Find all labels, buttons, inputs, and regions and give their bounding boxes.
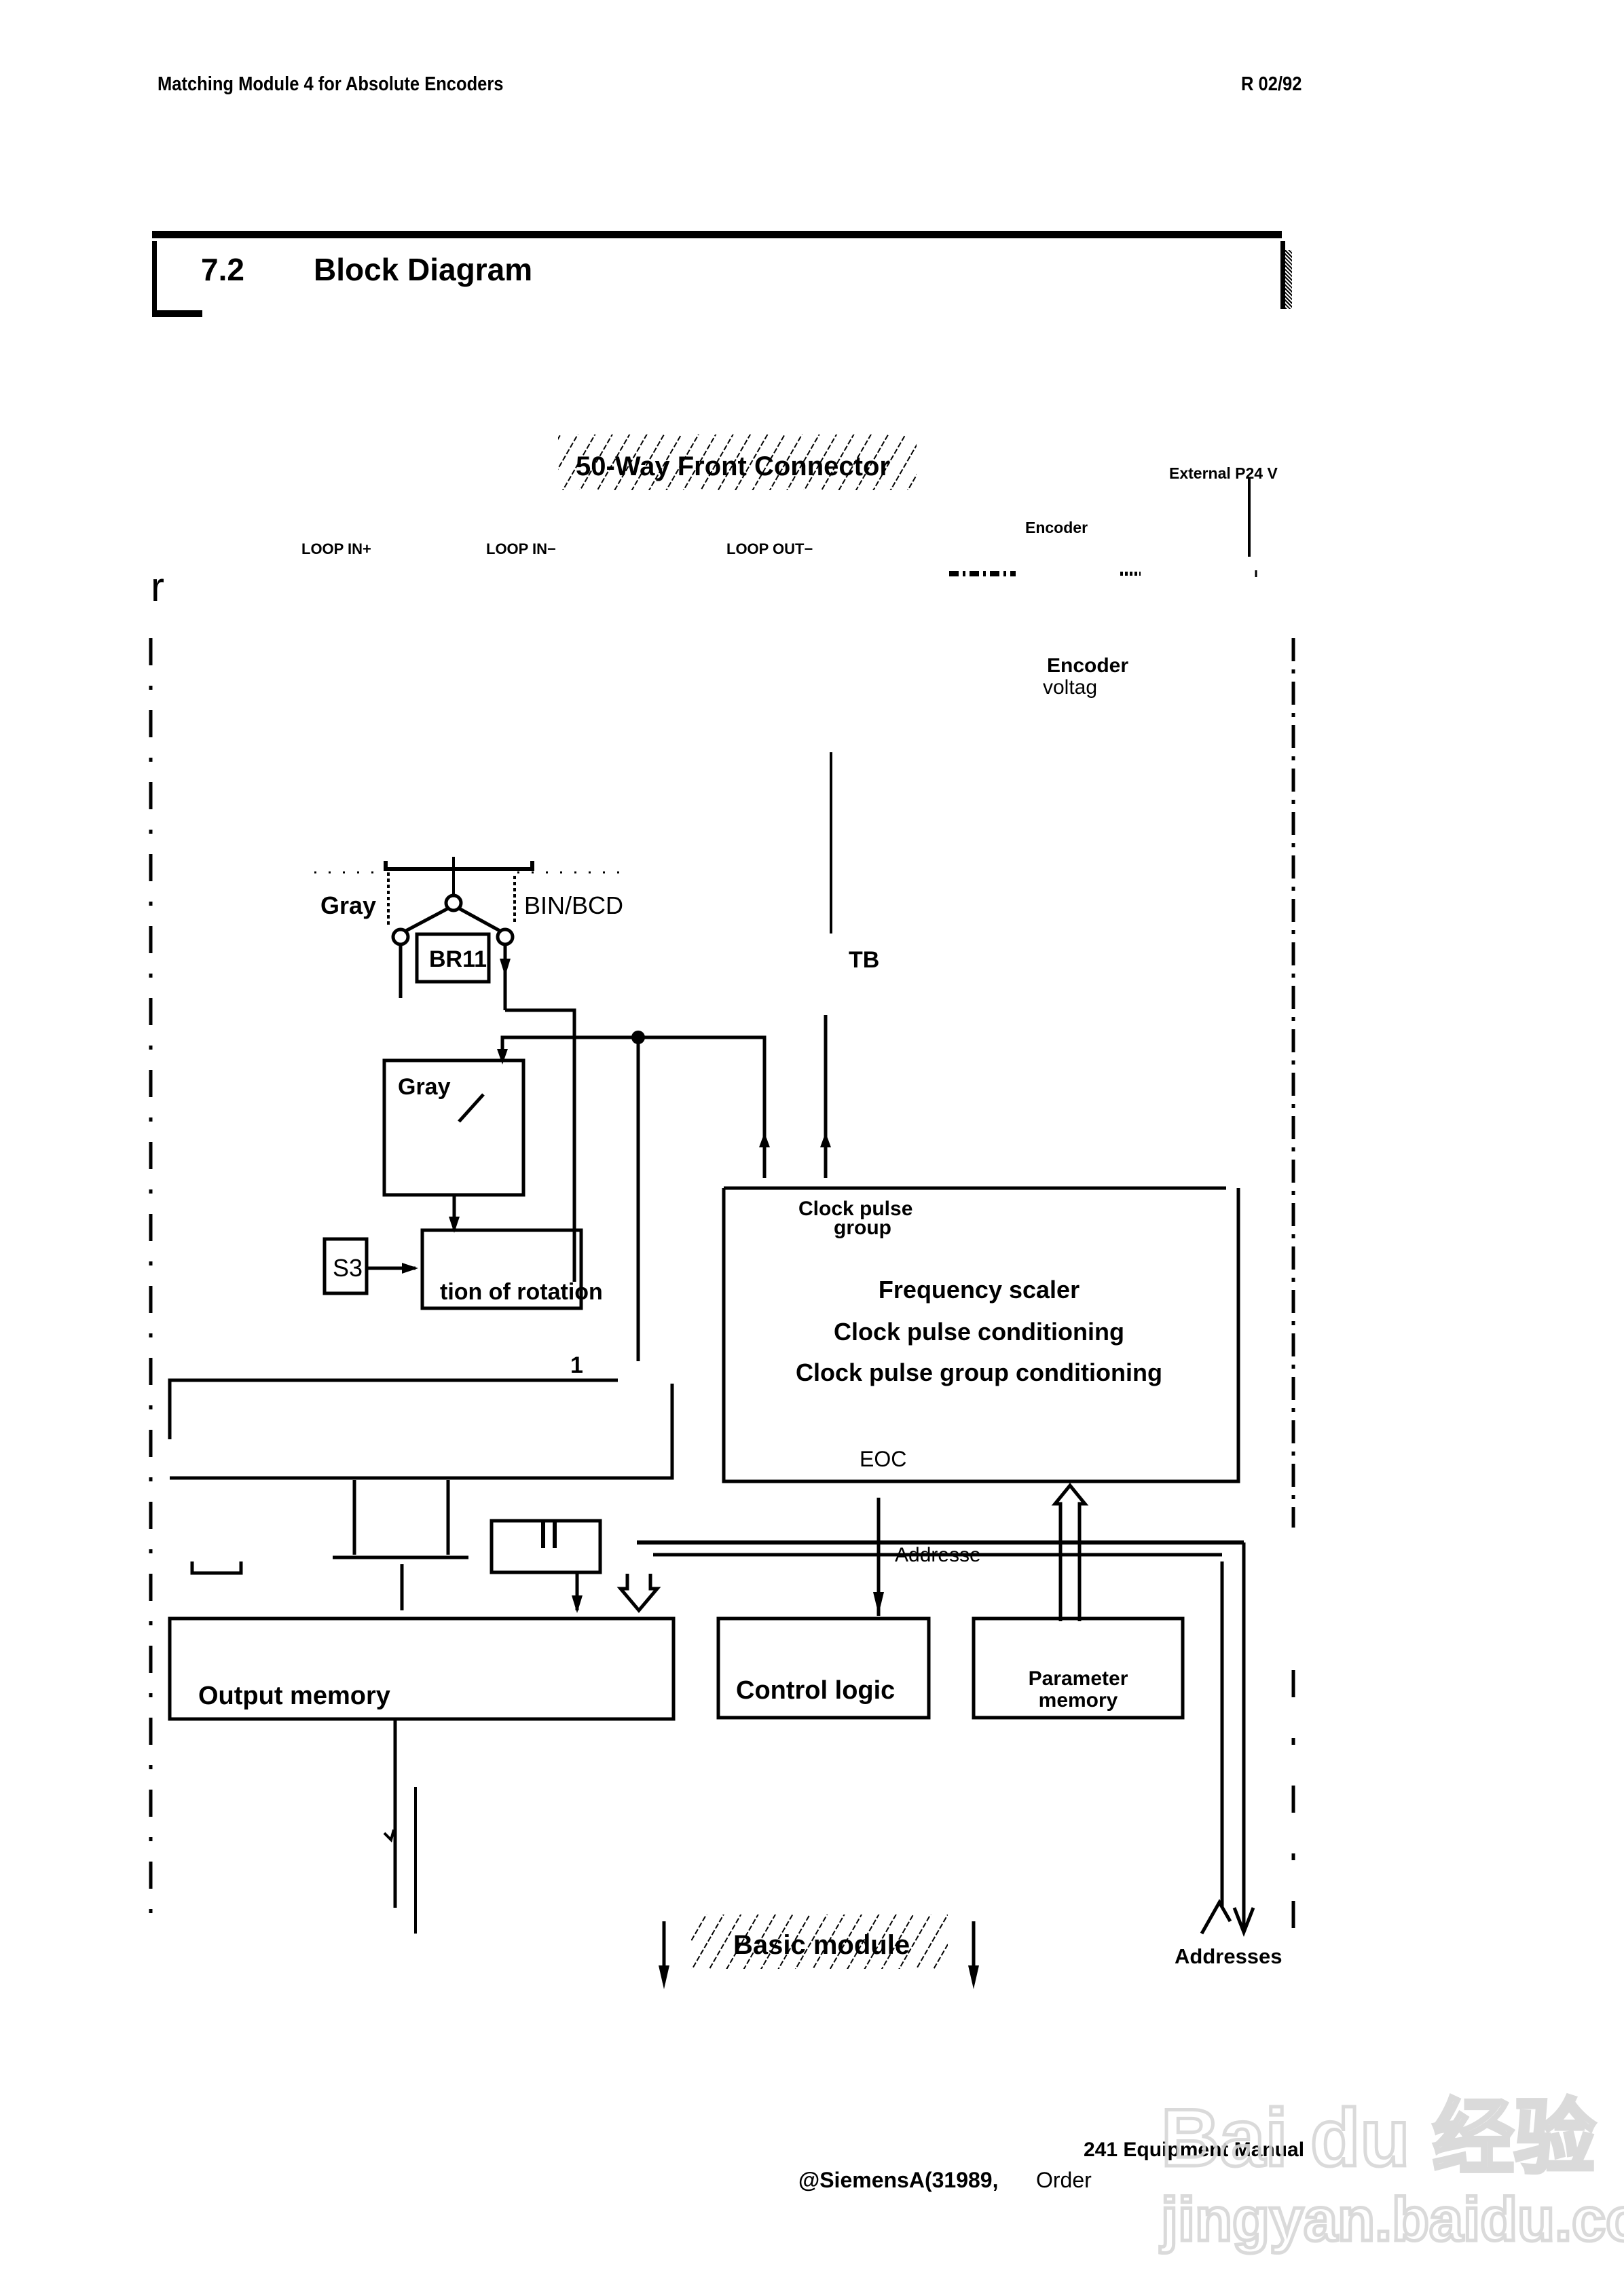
stray-glyph: r: [151, 564, 164, 610]
jumper-br11-box: [415, 932, 491, 984]
s3-switch-box: [322, 1237, 369, 1295]
footer-copyright: @SiemensA(31989,: [798, 2168, 998, 2192]
watermark-brand: Bai du 经验: [1161, 2092, 1595, 2183]
parameter-memory-block: [972, 1616, 1185, 1720]
basic-module-text: Basic module: [733, 1930, 910, 1960]
jumper-br11-label: BR11: [429, 946, 487, 972]
basic-module-arrow-left: [659, 1965, 669, 1989]
switch-bracket: [384, 861, 534, 871]
basic-module-hatch: [691, 1915, 948, 1969]
section-top-rule: [152, 231, 1282, 238]
register-box: [490, 1519, 602, 1574]
wire-to-clock-block: [638, 1035, 767, 1178]
control-logic-block: [716, 1616, 931, 1720]
switch-contact-bin: [496, 927, 515, 946]
addresses-break-symbol: [1200, 1898, 1232, 1935]
register-output-arrow: [572, 1595, 583, 1613]
wire-bin-to-rotation: [505, 1008, 576, 1282]
section-left-bracket: [152, 241, 157, 317]
addresses-label: Addresses: [1175, 1944, 1282, 1968]
basic-module-label: Basic module: [691, 1915, 948, 1969]
front-connector-hatch: [558, 435, 917, 490]
rotation-input-arrow: [449, 1217, 460, 1233]
switch-pivot: [444, 893, 463, 912]
marker-1-label: 1: [570, 1352, 583, 1378]
encoder-voltage-label: Encoder voltag: [1043, 654, 1134, 699]
code-converter-block-bottom: [170, 1384, 674, 1480]
control-input-arrow: [873, 1592, 884, 1614]
clock-group-conditioning-label: Clock pulse group conditioning: [796, 1358, 1162, 1386]
section-right-marker: [1280, 241, 1285, 309]
switch-contact-gray: [391, 927, 410, 946]
loop-in-minus-label: LOOP IN−: [486, 540, 556, 557]
code-converter-block-top: [168, 1378, 618, 1439]
gray-input-arrow: [497, 1049, 508, 1065]
code-select-switch: Gray BIN/BCD BR11: [314, 857, 631, 1010]
encoder-voltage-line1: Encoder: [1047, 654, 1128, 677]
rotation-block-label: tion of rotation: [440, 1279, 603, 1305]
loop-out-minus-label: LOOP OUT−: [726, 540, 813, 557]
footer-manual: 241 Equipment Manual: [1084, 2139, 1304, 2161]
clock-conditioning-label: Clock pulse conditioning: [834, 1318, 1124, 1346]
section-title: Block Diagram: [314, 252, 533, 287]
gray-converter-label: Gray: [398, 1074, 451, 1100]
footer-order: Order: [1036, 2168, 1092, 2192]
switch-bin-bcd-label: BIN/BCD: [524, 891, 623, 919]
output-memory-label: Output memory: [198, 1682, 390, 1710]
clock-group-label-2: group: [834, 1217, 891, 1239]
document-header-title: Matching Module 4 for Absolute Encoders: [158, 73, 504, 95]
param-to-clock-hollow-arrow: [1051, 1483, 1089, 1621]
output-memory-block: [168, 1616, 676, 1721]
section-right-tab-pattern: [1285, 250, 1292, 309]
output-memory-mark: [383, 1829, 395, 1843]
encoder-voltage-line2: voltag: [1043, 676, 1097, 699]
parameter-memory-label-2: memory: [1039, 1689, 1118, 1712]
basic-module-arrow-right: [968, 1965, 979, 1989]
switch-gray-label: Gray: [320, 891, 376, 919]
encoder-top-label: Encoder: [1025, 519, 1088, 536]
small-bracket: [190, 1561, 243, 1575]
clock-block-frame: [722, 1188, 1240, 1483]
rotation-block: [420, 1228, 583, 1310]
switch-arm-left: [403, 906, 449, 934]
clock-input-arrow-2: [820, 1132, 831, 1147]
front-connector-text: 50-Way Front Connector: [576, 451, 890, 481]
external-p24v-label: External P24 V: [1169, 464, 1278, 482]
baidu-watermark: Bai du 经验 jingyan.baidu.com: [1158, 2091, 1624, 2256]
clock-input-arrow-1: [759, 1132, 770, 1147]
control-logic-label: Control logic: [736, 1676, 895, 1705]
s3-label: S3: [333, 1254, 363, 1282]
watermark-url: jingyan.baidu.com: [1160, 2186, 1624, 2254]
gray-converter-slash: [458, 1093, 485, 1123]
bus-hollow-arrow-down: [616, 1574, 661, 1613]
address-bus-label: Addresse: [895, 1544, 981, 1566]
document-revision: R 02/92: [1241, 73, 1302, 95]
switch-arm-right: [458, 906, 502, 934]
section-left-bracket-foot: [152, 310, 202, 317]
frequency-scaler-label: Frequency scaler: [879, 1276, 1079, 1304]
eoc-label: EOC: [860, 1447, 906, 1471]
section-number: 7.2: [201, 252, 244, 287]
s3-arrow: [402, 1263, 418, 1274]
addresses-arrow: [1232, 1907, 1255, 1937]
switch-bin-arrow: [500, 959, 511, 976]
clock-group-label-1: Clock pulse: [798, 1198, 912, 1220]
tb-label: TB: [849, 947, 879, 973]
parameter-memory-label-1: Parameter: [1029, 1667, 1128, 1690]
front-connector-label: 50-Way Front Connector: [558, 435, 917, 490]
loop-in-plus-label: LOOP IN+: [301, 540, 371, 557]
